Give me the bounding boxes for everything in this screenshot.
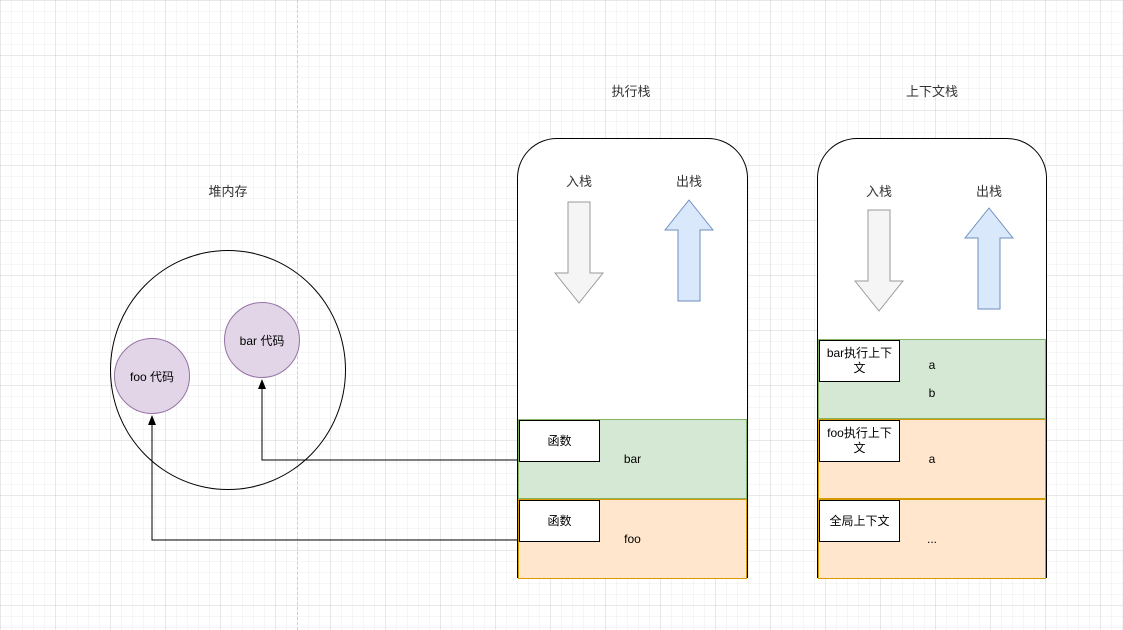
ctx-frame-global-label: 全局上下文 xyxy=(819,500,900,542)
exec-frame-bar[interactable]: 函数 bar xyxy=(518,419,747,499)
bar-code-label: bar 代码 xyxy=(239,333,285,348)
heap-title: 堆内存 xyxy=(208,184,248,199)
push-down-arrow-icon xyxy=(554,201,604,304)
exec-stack-container[interactable]: 入栈 出栈 函数 bar 函数 foo xyxy=(517,138,748,579)
ctx-pop-label: 出栈 xyxy=(975,184,1003,199)
ctx-frame-foo-label: foo执行上下文 xyxy=(819,420,900,462)
ctx-frame-bar-value-b: b xyxy=(928,386,936,400)
ctx-frame-bar-value-a: a xyxy=(928,358,936,372)
exec-stack-title: 执行栈 xyxy=(611,84,651,99)
pop-up-arrow-icon xyxy=(664,199,714,302)
ctx-frame-bar[interactable]: bar执行上下文 a b xyxy=(818,339,1046,419)
foo-code-node[interactable]: foo 代码 xyxy=(114,338,190,414)
ctx-frame-foo-value-a: a xyxy=(928,452,936,466)
ctx-frame-foo[interactable]: foo执行上下文 a xyxy=(818,419,1046,499)
ctx-push-label: 入栈 xyxy=(865,184,893,199)
exec-push-label: 入栈 xyxy=(565,174,593,189)
exec-frame-bar-label: 函数 xyxy=(519,420,600,462)
ctx-frame-global-value: ... xyxy=(926,532,937,546)
context-stack-container[interactable]: 入栈 出栈 bar执行上下文 a b foo执行上下文 a 全局上下文 ... xyxy=(817,138,1047,579)
exec-frame-foo-value: foo xyxy=(624,532,641,546)
ctx-pop-up-arrow-icon xyxy=(964,207,1014,310)
exec-frame-foo-label: 函数 xyxy=(519,500,600,542)
exec-frame-bar-value: bar xyxy=(623,452,642,466)
exec-pop-label: 出栈 xyxy=(675,174,703,189)
ctx-frame-global[interactable]: 全局上下文 ... xyxy=(818,499,1046,579)
ctx-frame-bar-label: bar执行上下文 xyxy=(819,340,900,382)
ctx-push-down-arrow-icon xyxy=(854,209,904,312)
exec-frame-foo[interactable]: 函数 foo xyxy=(518,499,747,579)
bar-code-node[interactable]: bar 代码 xyxy=(224,302,300,378)
context-stack-title: 上下文栈 xyxy=(905,84,959,99)
foo-code-label: foo 代码 xyxy=(129,369,175,384)
